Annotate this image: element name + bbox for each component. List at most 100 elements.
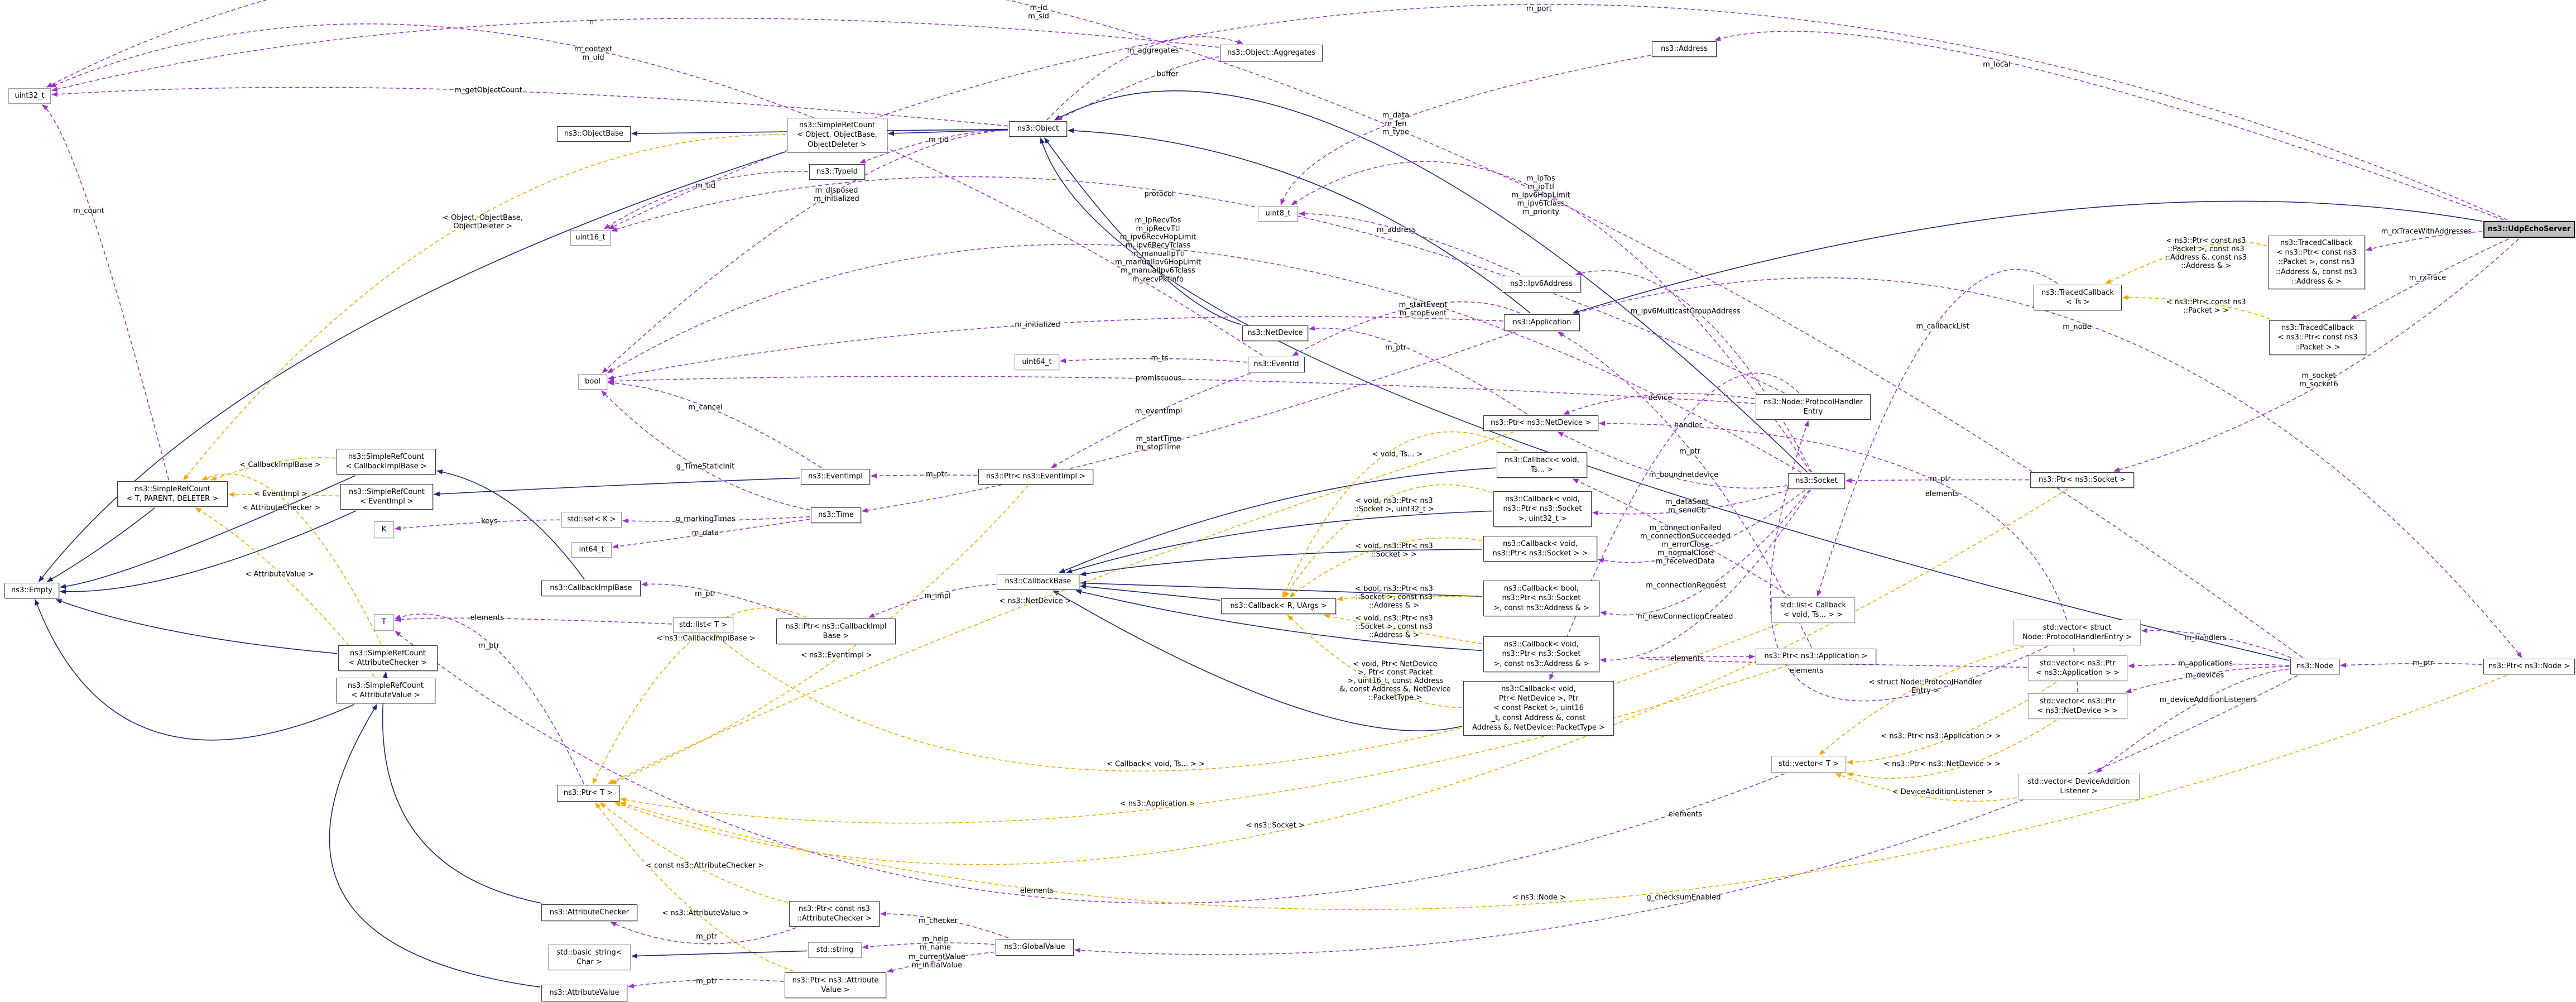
node-simplerefcount-ac[interactable]: ns3::SimpleRefCount< AttributeChecker >	[338, 645, 438, 671]
node-cb-void-sock-u32[interactable]: ns3::Callback< void,ns3::Ptr< ns3::Socke…	[1493, 491, 1592, 527]
node-callbackimplbase[interactable]: ns3::CallbackImplBase	[541, 581, 641, 596]
edge-ns3-socket-to-ptr-netdevice	[1557, 432, 1787, 489]
node-ns3-time[interactable]: ns3::Time	[811, 507, 861, 523]
node-cb-void-sock-addr[interactable]: ns3::Callback< void,ns3::Ptr< ns3::Socke…	[1483, 636, 1599, 672]
edge-ptr-application-to-ns3-application	[1558, 332, 1813, 648]
node-ns3-empty[interactable]: ns3::Empty	[4, 583, 59, 598]
node-label-line: uint16_t	[575, 233, 605, 242]
edge-simplerefcount-av-to-ns3-empty	[35, 599, 355, 741]
node-ns3-typeid[interactable]: ns3::TypeId	[809, 164, 865, 180]
node-label-line: ns3::TypeId	[816, 167, 858, 176]
node-simplerefcount-cib[interactable]: ns3::SimpleRefCount< CallbackImplBase >	[337, 449, 436, 474]
edge-vector-netdevice-to-ptr-netdevice	[1599, 421, 2078, 693]
edge-ns3-address-to-uint8-t	[1280, 55, 1651, 205]
node-label-line: ns3::UdpEchoServer	[2487, 225, 2571, 234]
node-ptr-t[interactable]: ns3::Ptr< T >	[557, 785, 619, 802]
edge-tracedcallback-ts-to-std-list-callback	[1816, 269, 2058, 597]
edge-callback-big-to-callback-r-uargs	[1287, 615, 1463, 708]
node-tracedcallback-3[interactable]: ns3::TracedCallback< ns3::Ptr< const ns3…	[2268, 236, 2365, 289]
node-callback-big[interactable]: ns3::Callback< void,Ptr< NetDevice >, Pt…	[1463, 681, 1614, 736]
edge-simplerefcount-ei-to-ns3-empty	[60, 510, 357, 595]
node-ptr-const-ac[interactable]: ns3::Ptr< const ns3::AttributeChecker >	[789, 901, 880, 927]
edge-ns3-application-to-ns3-eventid	[1292, 301, 1521, 356]
node-cb-void-sock[interactable]: ns3::Callback< void,ns3::Ptr< ns3::Socke…	[1483, 536, 1597, 562]
node-label-line: _t, const Address &, const	[1491, 713, 1586, 722]
node-ptr-socket[interactable]: ns3::Ptr< ns3::Socket >	[2030, 472, 2134, 488]
node-label-line: < ns3::Ptr< const ns3	[2276, 248, 2357, 257]
node-label-line: ns3::Object::Aggregates	[1227, 49, 1315, 57]
node-label-line: std::basic_string<	[556, 948, 622, 957]
edge-simplerefcount-cib-to-simplerefcount-tpd	[210, 457, 336, 481]
node-ptr-netdevice[interactable]: ns3::Ptr< ns3::NetDevice >	[1483, 415, 1598, 431]
node-ns3-eventimpl[interactable]: ns3::EventImpl	[801, 469, 870, 485]
node-label-line: ns3::Node	[2296, 662, 2333, 671]
node-label-line: int64_t	[579, 545, 604, 554]
node-ns3-objectbase[interactable]: ns3::ObjectBase	[557, 126, 631, 142]
node-attributevalue[interactable]: ns3::AttributeValue	[541, 985, 627, 1001]
node-ptr-eventimpl[interactable]: ns3::Ptr< ns3::EventImpl >	[978, 469, 1093, 485]
node-ns3-ipv6address[interactable]: ns3::Ipv6Address	[1502, 276, 1581, 293]
node-udpechoserver[interactable]: ns3::UdpEchoServer	[2483, 221, 2575, 238]
node-simplerefcount-object[interactable]: ns3::SimpleRefCount< Object, ObjectBase,…	[787, 118, 887, 152]
node-object-aggregates[interactable]: ns3::Object::Aggregates	[1220, 45, 1323, 61]
node-label-line: ns3::Ptr< ns3::Socket	[1502, 594, 1581, 603]
node-simplerefcount-ei[interactable]: ns3::SimpleRefCount< EventImpl >	[340, 484, 433, 510]
node-ptr-application[interactable]: ns3::Ptr< ns3::Application >	[1756, 649, 1876, 664]
edge-attributevalue-to-simplerefcount-av	[329, 704, 541, 987]
edge-ptr-socket-to-ns3-socket	[1846, 478, 2030, 483]
node-vector-app: std::vector< ns3::Ptr< ns3::Application …	[2028, 655, 2127, 681]
node-simplerefcount-tpd[interactable]: ns3::SimpleRefCount< T, PARENT, DELETER …	[117, 481, 228, 507]
node-label-line: std::vector< struct	[2042, 623, 2112, 632]
node-tracedcallback-1[interactable]: ns3::TracedCallback< ns3::Ptr< const ns3…	[2269, 320, 2366, 355]
node-label-line: ns3::Ptr< ns3::Socket	[1502, 650, 1581, 659]
edge-ns3-object-to-object-aggregates	[1046, 36, 1244, 121]
edge-std-list-t-to-t-box	[395, 617, 672, 625]
node-ns3-node[interactable]: ns3::Node	[2290, 659, 2339, 674]
node-label-line: ns3::SimpleRefCount	[134, 485, 211, 493]
edge-ns3-ipv6address-to-uint8-t	[1299, 211, 1521, 275]
edge-ptr-callbackimplbase-to-ptr-t	[592, 607, 807, 784]
edge-object-aggregates-to-ns3-object	[1056, 56, 1219, 121]
node-ns3-socket[interactable]: ns3::Socket	[1788, 473, 1845, 489]
node-cb-bool[interactable]: ns3::Callback< bool,ns3::Ptr< ns3::Socke…	[1483, 581, 1599, 616]
node-globalvalue[interactable]: ns3::GlobalValue	[996, 939, 1074, 956]
edge-vector-dal-to-vector-t	[1835, 773, 2017, 802]
edge-ns3-socket-to-ns3-object	[1054, 90, 1808, 473]
node-ns3-application[interactable]: ns3::Application	[1504, 314, 1580, 331]
edge-udpechoserver-to-tracedcallback-1	[2350, 238, 2509, 320]
edge-globalvalue-to-std-string	[862, 942, 995, 950]
edge-ptr-netdevice-to-ptr-t	[608, 432, 1513, 784]
node-label-line: >, uint32_t >	[1518, 514, 1567, 523]
node-tracedcallback-ts[interactable]: ns3::TracedCallback< Ts >	[2034, 285, 2122, 310]
node-ns3-address[interactable]: ns3::Address	[1652, 41, 1717, 57]
edge-cb-void-sock-addr-to-callback-r-uargs	[1323, 613, 1483, 645]
node-label-line: ns3::Node::ProtocolHandler	[1763, 397, 1863, 406]
node-ns3-eventid[interactable]: ns3::EventId	[1248, 357, 1305, 372]
node-callbackbase[interactable]: ns3::CallbackBase	[997, 574, 1079, 589]
edge-ns3-typeid-to-uint16-t	[603, 171, 809, 229]
node-label-line: Base >	[823, 632, 849, 640]
edge-vector-netdevice-to-vector-t	[1847, 720, 2057, 779]
edge-std-list-callback-to-callback-void-ts	[1572, 478, 1791, 597]
node-uint32-t: uint32_t	[8, 88, 51, 104]
node-simplerefcount-av[interactable]: ns3::SimpleRefCount< AttributeValue >	[336, 678, 435, 703]
edge-cb-void-sock-addr-to-callbackbase	[1075, 589, 1483, 651]
node-ns3-netdevice[interactable]: ns3::NetDevice	[1242, 325, 1308, 341]
node-ns3-object[interactable]: ns3::Object	[1009, 121, 1067, 137]
edge-simplerefcount-tpd-to-ns3-empty	[46, 507, 155, 582]
node-label-line: Node::ProtocolHandlerEntry >	[2022, 633, 2132, 641]
node-attributechecker[interactable]: ns3::AttributeChecker	[541, 904, 637, 921]
node-callback-r-uargs[interactable]: ns3::Callback< R, UArgs >	[1221, 598, 1336, 614]
node-callback-void-ts[interactable]: ns3::Callback< void,Ts... >	[1497, 452, 1587, 478]
node-label-line: std::list< T >	[679, 621, 727, 630]
edge-ns3-socket-to-bool	[607, 243, 1801, 473]
edge-ns3-object-to-ns3-typeid	[859, 129, 1008, 164]
edge-ns3-eventid-to-uint64-t	[1060, 358, 1247, 363]
node-label-line: std::string	[816, 946, 854, 955]
node-ptr-node[interactable]: ns3::Ptr< ns3::Node >	[2483, 659, 2575, 674]
node-label-line: ns3::TracedCallback	[2280, 239, 2353, 248]
